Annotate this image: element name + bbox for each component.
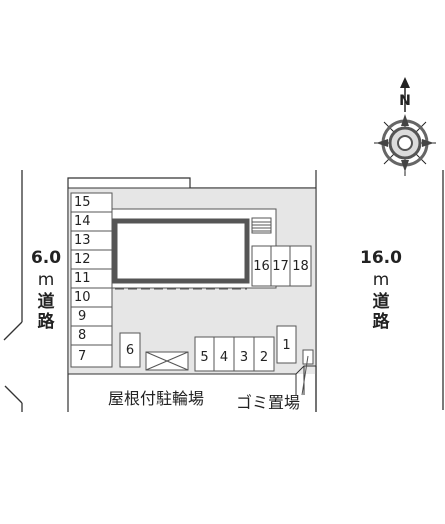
left-road-char2: 路: [37, 312, 55, 332]
space-11: 11: [74, 271, 91, 286]
left-column-boxes: [70, 192, 113, 368]
space-18: 18: [292, 259, 309, 274]
right-road-width: 16.0: [360, 248, 402, 268]
garbage-area-label: ゴミ置場: [236, 393, 301, 412]
space-6: 6: [125, 343, 135, 358]
space-8: 8: [78, 328, 87, 343]
compass-icon: [374, 77, 436, 176]
right-road-char2: 路: [372, 312, 390, 332]
right-spaces-boxes: [251, 245, 312, 287]
bicycle-parking-label: 屋根付駐輪場: [108, 389, 205, 408]
space-4: 4: [219, 350, 229, 365]
left-road-lines: [3, 170, 23, 412]
garbage-leader: [301, 355, 309, 396]
bicycle-parking-box: [145, 351, 189, 371]
right-road-char1: 道: [372, 292, 390, 312]
space-1: 1: [282, 338, 291, 353]
space-16: 16: [253, 259, 270, 274]
right-road-unit: m: [372, 270, 390, 290]
space-13: 13: [74, 233, 91, 248]
space-10: 10: [74, 290, 91, 305]
left-road-unit: m: [37, 270, 55, 290]
space-6-box: [119, 332, 141, 368]
space-14: 14: [74, 214, 91, 229]
space-5: 5: [200, 350, 209, 365]
bottom-row-boxes: [194, 336, 275, 372]
stairs-icon: [251, 217, 272, 234]
compass-north-label: N: [399, 93, 411, 109]
space-2: 2: [259, 350, 269, 365]
space-17: 17: [272, 259, 289, 274]
building: [108, 208, 277, 290]
space-15: 15: [74, 195, 91, 210]
space-7: 7: [78, 349, 87, 364]
left-road-width: 6.0: [30, 248, 62, 268]
space-3: 3: [239, 350, 249, 365]
left-road-char1: 道: [37, 292, 55, 312]
space-12: 12: [74, 252, 91, 267]
space-9: 9: [78, 309, 87, 324]
space-1-box: [276, 325, 297, 364]
